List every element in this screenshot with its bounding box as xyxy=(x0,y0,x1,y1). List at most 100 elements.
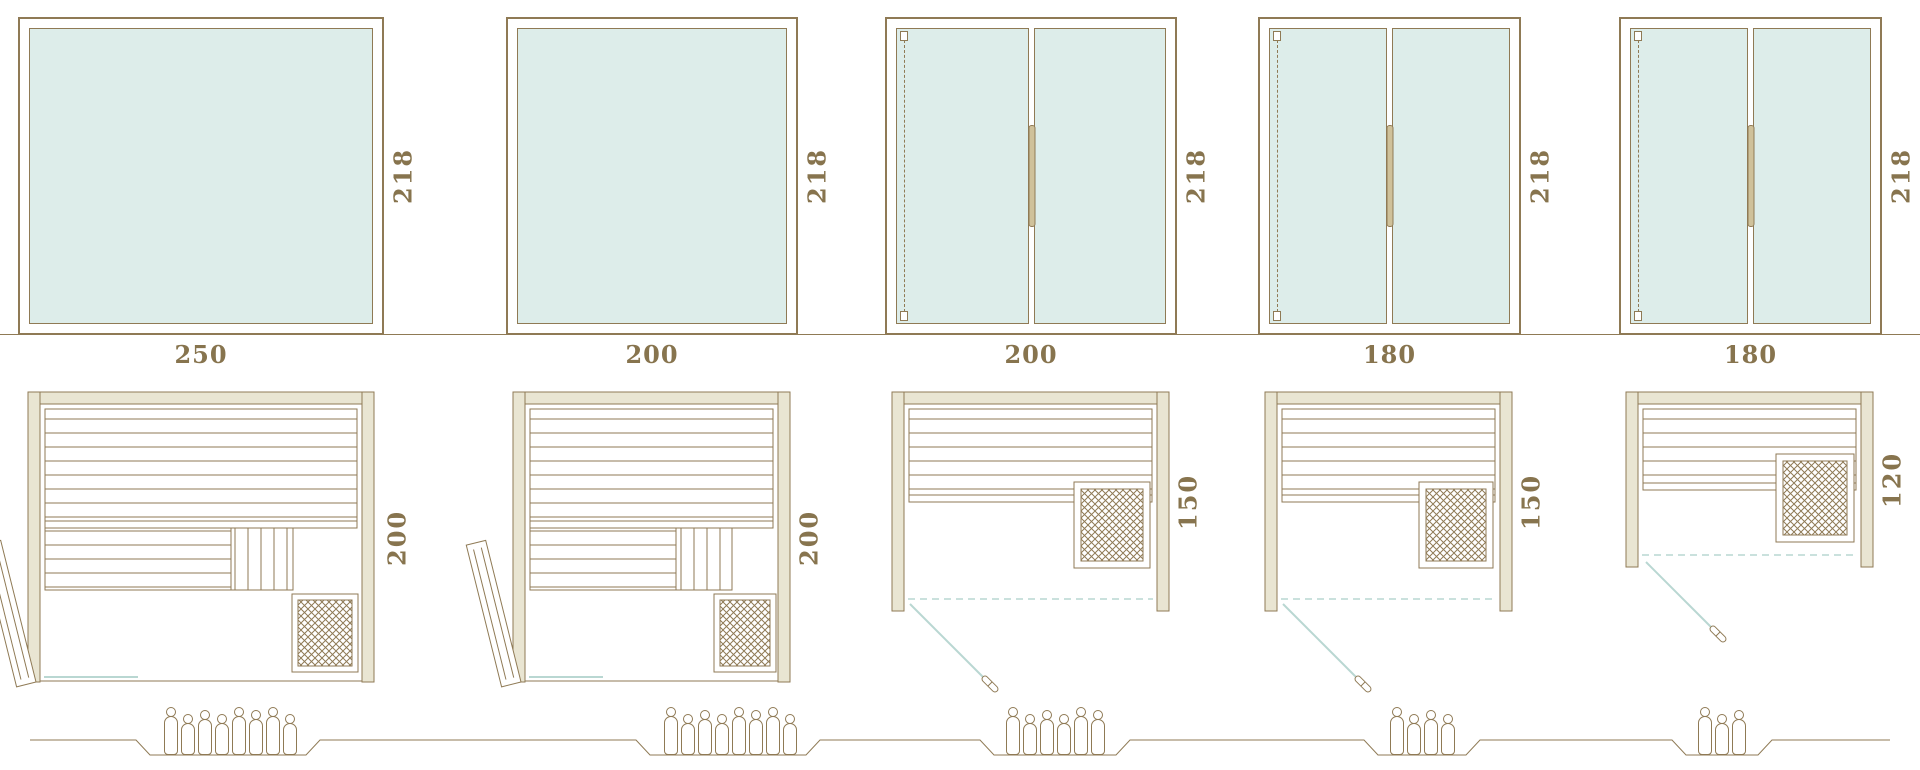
person-icon xyxy=(1440,714,1456,755)
open-door-leaf xyxy=(0,539,37,688)
back-wall xyxy=(1264,391,1513,405)
lower-bench xyxy=(529,527,677,591)
door-handle xyxy=(1386,125,1394,227)
plan-view-3 xyxy=(891,391,1170,693)
person-icon xyxy=(1406,714,1422,755)
bench-edge xyxy=(44,520,358,529)
door-handle-plan xyxy=(1354,675,1372,693)
bench-edge xyxy=(529,520,774,529)
width-dimension-1: 250 xyxy=(174,340,228,369)
heater-icon xyxy=(1080,488,1144,562)
lower-bench xyxy=(44,527,232,591)
capacity-figures-4 xyxy=(1386,707,1458,755)
heater-icon xyxy=(719,599,771,667)
height-dimension-2: 218 xyxy=(802,147,832,205)
left-wall xyxy=(891,391,905,612)
width-dimension-3: 200 xyxy=(1004,340,1058,369)
person-icon xyxy=(748,710,764,755)
open-door-swing-line xyxy=(1282,603,1358,679)
capacity-figures-2 xyxy=(660,707,800,755)
depth-dimension-4: 150 xyxy=(1516,473,1546,530)
person-icon xyxy=(265,707,281,755)
door-left-pane xyxy=(1269,28,1387,324)
left-wall xyxy=(27,391,41,683)
heater-icon xyxy=(297,599,353,667)
right-wall xyxy=(1499,391,1513,612)
door-left-pane xyxy=(896,28,1029,324)
back-wall xyxy=(512,391,791,405)
right-wall xyxy=(777,391,791,683)
door-handle xyxy=(1747,125,1755,227)
person-icon xyxy=(1697,707,1713,755)
bench-edge xyxy=(1642,482,1857,491)
open-door-leaf xyxy=(465,539,522,688)
person-icon xyxy=(214,714,230,755)
height-dimension-1: 218 xyxy=(388,147,418,205)
door-handle-plan xyxy=(981,675,999,693)
person-icon xyxy=(1005,707,1021,755)
hinge-line xyxy=(1277,35,1278,317)
left-wall xyxy=(1264,391,1278,612)
open-door-swing-line xyxy=(1645,561,1713,629)
ground-line xyxy=(30,739,1890,756)
bench-step xyxy=(230,527,294,591)
width-dimension-2: 200 xyxy=(625,340,679,369)
front-elevation-1 xyxy=(18,17,384,335)
person-icon xyxy=(1056,714,1072,755)
hinge-icon xyxy=(1634,31,1642,41)
width-dimension-5: 180 xyxy=(1723,340,1778,369)
person-icon xyxy=(180,714,196,755)
right-wall xyxy=(361,391,375,683)
door-right-pane xyxy=(1747,28,1871,324)
depth-dimension-1: 200 xyxy=(382,509,412,567)
upper-bench xyxy=(44,408,358,522)
hinge-icon xyxy=(1634,311,1642,321)
front-elevation-4 xyxy=(1258,17,1521,335)
door-right-pane xyxy=(1386,28,1510,324)
hinge-icon xyxy=(1273,31,1281,41)
plan-view-1 xyxy=(0,391,375,688)
depth-dimension-2: 200 xyxy=(794,509,824,567)
left-wall xyxy=(512,391,526,683)
person-icon xyxy=(1090,710,1106,755)
glass-panel xyxy=(517,28,787,324)
person-icon xyxy=(714,714,730,755)
right-wall xyxy=(1860,391,1874,568)
capacity-figures-1 xyxy=(160,707,300,755)
plan-view-2 xyxy=(465,391,791,688)
front-elevation-5 xyxy=(1619,17,1882,335)
upper-bench xyxy=(908,408,1153,496)
heater-icon xyxy=(1782,460,1848,536)
person-icon xyxy=(731,707,747,755)
front-elevation-2 xyxy=(506,17,798,335)
plan-view-4 xyxy=(1264,391,1513,693)
left-wall xyxy=(1625,391,1639,568)
back-wall xyxy=(27,391,375,405)
hinge-line xyxy=(904,35,905,317)
glass-panel xyxy=(29,28,373,324)
hinge-icon xyxy=(900,311,908,321)
back-wall xyxy=(891,391,1170,405)
capacity-figures-5 xyxy=(1695,707,1749,755)
bench-edge xyxy=(1281,494,1496,503)
depth-dimension-5: 120 xyxy=(1877,451,1907,508)
heater-icon xyxy=(1425,488,1487,562)
door-right-pane xyxy=(1028,28,1166,324)
person-icon xyxy=(1423,710,1439,755)
door-left-pane xyxy=(1630,28,1748,324)
back-wall xyxy=(1625,391,1874,405)
open-door-swing-line xyxy=(909,603,985,679)
door-handle-plan xyxy=(1709,625,1727,643)
height-dimension-4: 218 xyxy=(1525,147,1555,205)
width-dimension-4: 180 xyxy=(1362,340,1417,369)
person-icon xyxy=(248,710,264,755)
upper-bench xyxy=(529,408,774,522)
person-icon xyxy=(1389,707,1405,755)
hinge-icon xyxy=(900,31,908,41)
bench-edge xyxy=(908,494,1153,503)
bench-step xyxy=(675,527,733,591)
door-handle xyxy=(1028,125,1035,227)
plan-view-5 xyxy=(1625,391,1874,643)
height-dimension-5: 218 xyxy=(1886,147,1916,205)
